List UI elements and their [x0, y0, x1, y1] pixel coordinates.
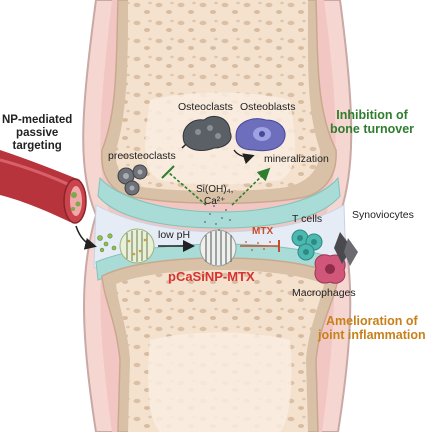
osteoclasts-label: Osteoclasts — [178, 101, 233, 113]
mtx-label: MTX — [252, 226, 274, 237]
osteoblasts-label: Osteoblasts — [240, 101, 296, 113]
mtx-release — [240, 240, 280, 252]
macrophages-label: Macrophages — [292, 287, 356, 299]
osteoblast-icon — [235, 118, 286, 152]
degrading-nanoparticle-icon — [199, 229, 237, 267]
preosteoclasts-label: preosteoclasts — [108, 150, 176, 162]
inhibition-line — [167, 171, 207, 206]
blood-vessel-icon — [0, 150, 87, 224]
stimulation-arrow — [231, 167, 271, 206]
calcium-label: Ca²⁺ — [204, 196, 226, 207]
nanoparticle-icon — [119, 228, 155, 264]
mineralization-label: mineralization — [264, 153, 329, 165]
joint-effect-label: Amelioration of joint inflammation — [318, 314, 426, 343]
nanoparticle-label: pCaSiNP-MTX — [168, 269, 255, 284]
low-ph-label: low pH — [158, 229, 191, 241]
nanoparticle-cluster — [97, 233, 117, 253]
macrophage-icon — [314, 254, 346, 284]
synoviocyte-icon — [334, 232, 358, 266]
np-targeting-label: NP-mediated passive targeting — [2, 114, 73, 153]
t-cells-label: T cells — [292, 213, 323, 225]
silicic-acid-label: Si(OH)₄, — [196, 184, 234, 195]
bone-effect-label: Inhibition of bone turnover — [330, 108, 415, 137]
upper-cartilage — [97, 176, 341, 229]
released-ions — [204, 205, 231, 231]
synoviocytes-label: Synoviocytes — [352, 209, 414, 221]
osteoclast-icon — [182, 116, 232, 151]
